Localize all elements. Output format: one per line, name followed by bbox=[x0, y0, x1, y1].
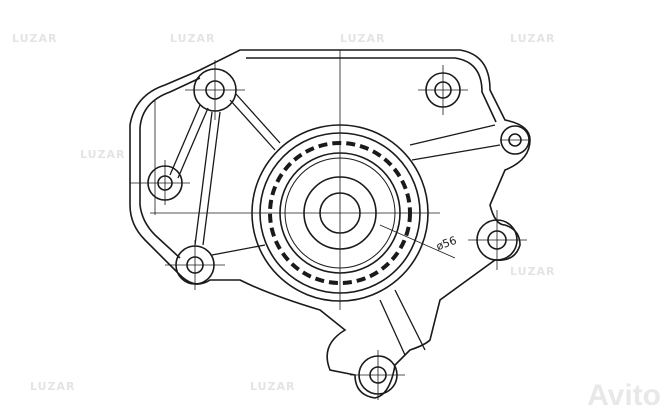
avito-logo: Avito bbox=[587, 379, 661, 412]
watermark-text: LUZAR bbox=[340, 32, 386, 45]
watermark-text: LUZAR bbox=[30, 380, 76, 393]
housing-outline bbox=[129, 49, 531, 399]
watermark-text: LUZAR bbox=[510, 32, 556, 45]
ribs bbox=[169, 93, 501, 356]
center-lines bbox=[130, 50, 530, 400]
watermark-text: LUZAR bbox=[250, 380, 296, 393]
watermark-text: LUZAR bbox=[80, 148, 126, 161]
watermark-text: LUZAR bbox=[510, 265, 556, 278]
watermark-text: LUZAR bbox=[12, 32, 58, 45]
watermark-text: LUZAR bbox=[170, 32, 216, 45]
